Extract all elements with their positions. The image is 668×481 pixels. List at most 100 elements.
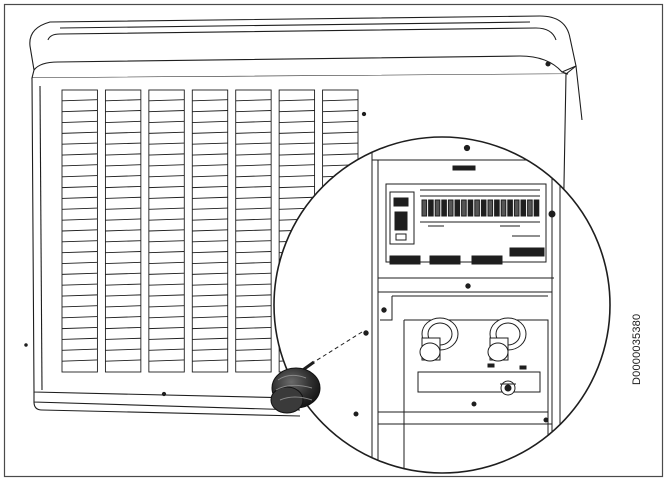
grille-slat [61,251,98,254]
grille-slat [61,261,98,264]
terminal-strip [421,199,540,217]
grille-slat [148,283,185,286]
grille-slat [235,153,272,156]
grille-slat [148,326,185,330]
grille-slat [192,294,228,297]
terminal-block [454,199,461,217]
grille-slat [105,175,141,178]
grille-slat [61,359,98,362]
grille-slat [105,240,141,243]
grille-slat [322,153,359,156]
grille-slat [192,337,228,340]
grille-slat [61,164,98,167]
grille-slat [148,337,185,340]
terminal-block [507,199,513,217]
grille-slat [192,196,228,199]
grille-slat [235,261,272,264]
grille-slat [105,251,141,254]
grille-slat [235,120,272,123]
grille-slat [61,218,98,221]
terminal-block [494,199,500,217]
grille-slat [192,185,228,189]
grille-slat [235,326,272,330]
grille-slat [105,99,141,102]
grille-slat [61,348,98,351]
grille-slat [61,196,98,199]
grille-slat [192,316,228,319]
grille-slat [279,164,315,167]
grille-slat [148,316,185,319]
grille-slat [235,142,272,145]
grille-slat [105,185,141,189]
grille-slat [322,142,359,145]
document-id: D0000035380 [631,313,643,385]
grille-slat [148,207,185,210]
grille-slat [148,185,185,189]
grille-slat [279,196,315,199]
grille-slat [105,164,141,167]
grille-slat [192,207,228,210]
grille-slat [235,164,272,167]
grille-slat [105,131,141,134]
grille-slat [148,261,185,264]
grille-slat [148,142,185,145]
grille-slat [105,337,141,340]
grille-slat [105,359,141,362]
grille-slat [148,251,185,254]
grille-slat [61,305,98,308]
grille-slat [61,229,98,232]
grille-slat [148,131,185,134]
grille-slat [61,240,98,243]
grille-slat [235,131,272,134]
grille-slat [235,348,272,351]
grille-slat [148,272,185,275]
grille-slat [148,120,185,123]
grille-slat [148,294,185,297]
terminal-block [447,199,454,217]
magnified-service-panel-detail [273,136,611,474]
grille-slat [148,175,185,178]
grille-slat [61,337,98,340]
grille-slat [105,294,141,297]
grille-slat [105,261,141,264]
terminal-block [480,199,487,217]
grille-slat [105,283,141,286]
terminal-block [487,199,494,217]
grille-slat [61,283,98,286]
grille-slat [61,142,98,145]
terminal-block [527,199,533,217]
terminal-block [513,199,520,217]
grille-slat [235,196,272,199]
grille-slat [192,164,228,167]
grille-slat [148,305,185,308]
grille-slat [235,175,272,178]
grille-slat [235,185,272,189]
grille-slat [148,99,185,102]
grille-slat [235,207,272,210]
grille-slat [105,272,141,275]
grille-slat [105,326,141,330]
terminal-block [428,199,434,217]
grille-slat [192,305,228,308]
terminal-block [461,199,467,217]
grille-slat [148,153,185,156]
grille-slat [61,207,98,210]
grille-slat [61,99,98,102]
terminal-block [467,199,474,217]
grille-slat [322,99,359,102]
grille-slat [192,120,228,123]
grille-slat [105,348,141,351]
terminal-block [520,199,527,217]
grille-slat [322,131,359,134]
grille-slat [61,185,98,189]
grille-slat [279,142,315,145]
grille-slat [279,185,315,189]
grille-slat [105,218,141,221]
grille-slat [235,99,272,102]
grille-slat [279,153,315,156]
grille-slat [192,153,228,156]
grille-slat [61,131,98,134]
grille-slat [105,305,141,308]
